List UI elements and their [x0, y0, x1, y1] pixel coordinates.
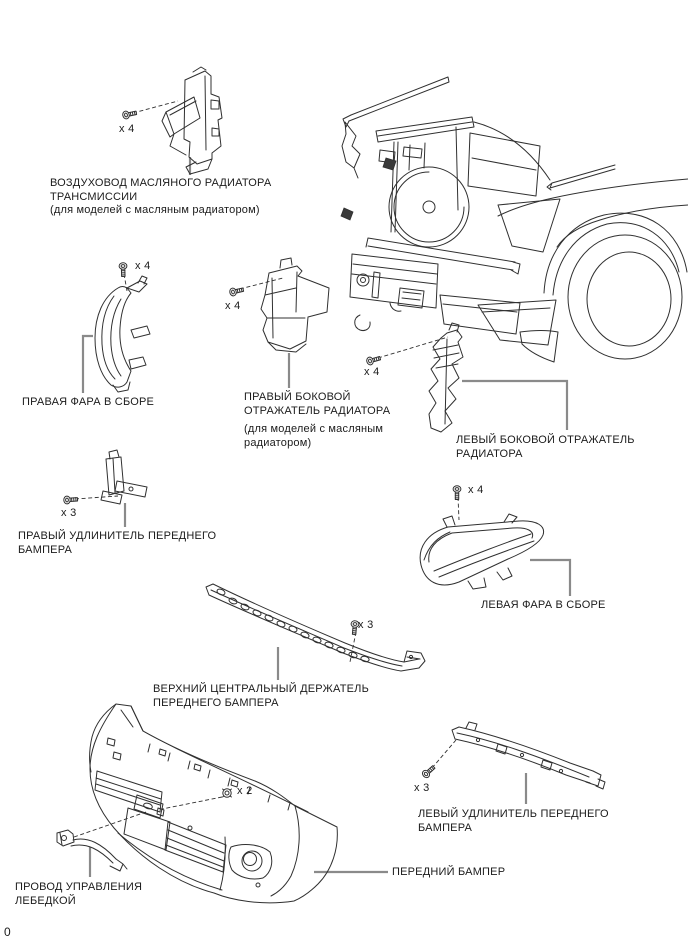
qty-callout-front-bumper: x 2 — [237, 785, 253, 797]
note-line: радиатором) — [244, 436, 312, 449]
label-line: ЛЕБЕДКОЙ — [15, 894, 76, 907]
label-line: ПРАВЫЙ УДЛИНИТЕЛЬ ПЕРЕДНЕГО — [18, 530, 217, 542]
bolt-icon — [421, 765, 436, 779]
left-headlamp-drawing — [419, 513, 545, 590]
part-label-air-duct: ВОЗДУХОВОД МАСЛЯНОГО РАДИАТОРА ТРАНСМИСС… — [50, 177, 271, 204]
label-line: ПРАВАЯ ФАРА В СБОРЕ — [22, 396, 155, 408]
bolt-icon — [350, 620, 360, 636]
nut-icon — [222, 788, 232, 798]
part-label-winch-wire: ПРОВОД УПРАВЛЕНИЯ ЛЕБЕДКОЙ — [15, 881, 142, 908]
winch-wire-drawing — [56, 829, 128, 872]
label-line: БАМПЕРА — [18, 543, 73, 556]
part-note-air-duct: (для моделей с масляным радиатором) — [50, 204, 260, 218]
bolt-icon — [452, 485, 462, 500]
vehicle-front-illustration — [340, 76, 688, 363]
qty-callout-left-side-deflector: x 4 — [364, 366, 380, 378]
label-line: ЛЕВЫЙ БОКОВОЙ ОТРАЖАТЕЛЬ — [456, 434, 635, 446]
label-line: ВЕРХНИЙ ЦЕНТРАЛЬНЫЙ ДЕРЖАТЕЛЬ — [153, 683, 369, 695]
label-line: ОТРАЖАТЕЛЬ РАДИАТОРА — [244, 404, 391, 417]
front-bumper-drawing — [89, 703, 338, 904]
bolt-icon — [63, 495, 79, 505]
part-label-front-bumper: ПЕРЕДНИЙ БАМПЕР — [392, 866, 505, 880]
page-marker: 0 — [4, 925, 11, 939]
qty-callout-left-headlamp: x 4 — [468, 484, 484, 496]
note-line: (для моделей с масляным радиатором) — [50, 204, 260, 216]
part-label-left-extension: ЛЕВЫЙ УДЛИНИТЕЛЬ ПЕРЕДНЕГО БАМПЕРА — [418, 808, 609, 835]
bolt-icon — [122, 110, 138, 120]
center-support-drawing — [205, 583, 426, 672]
part-note-right-side-deflector: (для моделей с масляным радиатором) — [244, 423, 383, 450]
qty-callout-center-support: x 3 — [358, 619, 374, 631]
right-headlamp-drawing — [94, 275, 151, 393]
bolt-icon — [366, 355, 382, 366]
right-side-deflector-drawing — [260, 257, 330, 353]
qty-callout-left-extension: x 3 — [414, 782, 430, 794]
label-line: ПЕРЕДНИЙ БАМПЕР — [392, 866, 506, 878]
label-line: ЛЕВАЯ ФАРА В СБОРЕ — [481, 599, 606, 611]
air-duct-drawing — [161, 66, 223, 175]
label-line: РАДИАТОРА — [456, 447, 523, 460]
part-label-center-support: ВЕРХНИЙ ЦЕНТРАЛЬНЫЙ ДЕРЖАТЕЛЬ ПЕРЕДНЕГО … — [153, 683, 369, 710]
label-line: ПРАВЫЙ БОКОВОЙ — [244, 391, 351, 403]
part-label-right-extension: ПРАВЫЙ УДЛИНИТЕЛЬ ПЕРЕДНЕГО БАМПЕРА — [18, 530, 216, 557]
label-line: ТРАНСМИССИИ — [50, 190, 138, 203]
qty-callout-right-headlamp: x 4 — [135, 260, 151, 272]
part-label-left-side-deflector: ЛЕВЫЙ БОКОВОЙ ОТРАЖАТЕЛЬ РАДИАТОРА — [456, 434, 635, 461]
bolt-icon — [229, 287, 245, 297]
qty-callout-right-extension: x 3 — [61, 507, 77, 519]
label-line: ВОЗДУХОВОД МАСЛЯНОГО РАДИАТОРА — [50, 177, 272, 189]
part-label-left-headlamp: ЛЕВАЯ ФАРА В СБОРЕ — [481, 599, 606, 613]
label-line: БАМПЕРА — [418, 821, 473, 834]
qty-callout-air-duct: x 4 — [119, 123, 135, 135]
left-side-deflector-drawing — [428, 322, 464, 433]
part-label-right-headlamp: ПРАВАЯ ФАРА В СБОРЕ — [22, 396, 154, 410]
part-label-right-side-deflector: ПРАВЫЙ БОКОВОЙ ОТРАЖАТЕЛЬ РАДИАТОРА — [244, 391, 390, 418]
bolt-icon — [118, 262, 128, 278]
qty-callout-right-side-deflector: x 4 — [225, 300, 241, 312]
fasteners — [63, 110, 462, 798]
label-line: ПЕРЕДНЕГО БАМПЕРА — [153, 696, 279, 709]
fastener-alignment-dashes — [73, 100, 460, 838]
leader-lines — [81, 157, 572, 877]
label-line: ПРОВОД УПРАВЛЕНИЯ — [15, 881, 143, 893]
left-extension-drawing — [451, 721, 606, 790]
note-line: (для моделей с масляным — [244, 423, 384, 435]
label-line: ЛЕВЫЙ УДЛИНИТЕЛЬ ПЕРЕДНЕГО — [418, 808, 609, 820]
right-extension-drawing — [100, 449, 148, 505]
